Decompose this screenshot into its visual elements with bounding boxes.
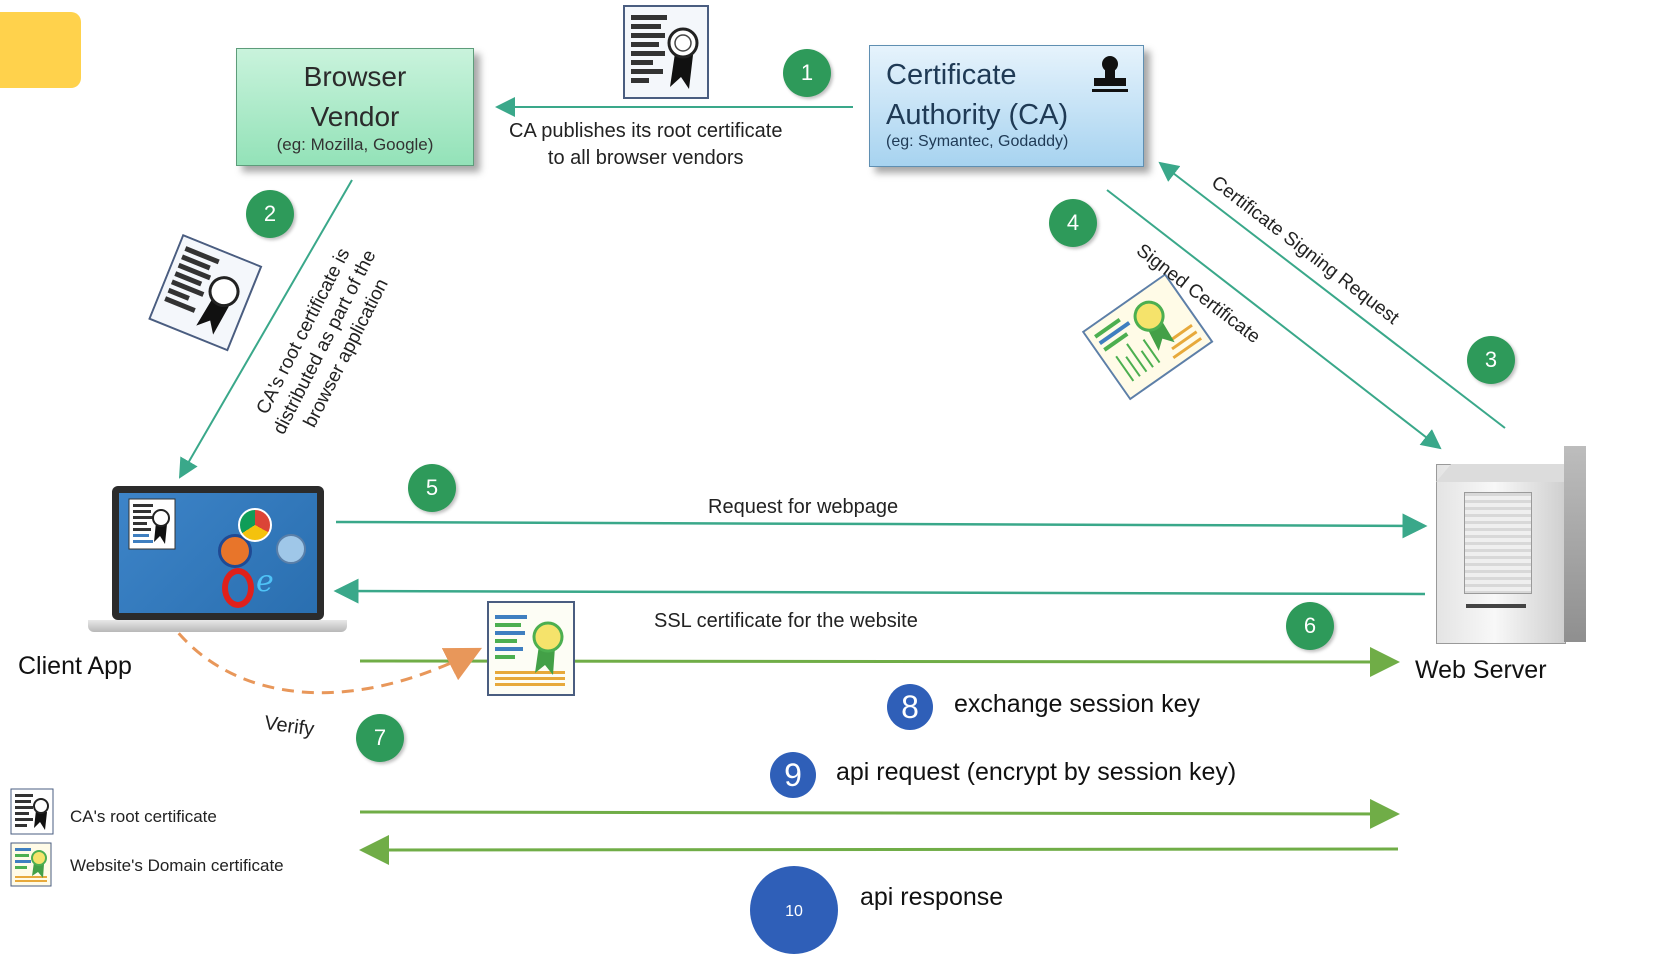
root-certificate-icon: [623, 5, 709, 99]
step-6-badge: 6: [1286, 602, 1334, 650]
opera-icon: [222, 568, 254, 608]
ca-title: Certificate Authority (CA): [886, 59, 1069, 131]
stamp-icon: [1092, 56, 1128, 92]
server-icon: [1436, 440, 1586, 645]
web-server-label: Web Server: [1415, 656, 1547, 684]
legend-domain-cert-icon: [10, 842, 52, 887]
step-7-badge: 7: [356, 714, 404, 762]
arrow-api-request: [359, 798, 1400, 829]
arrow-browser-to-client: [178, 179, 353, 479]
ca-subtitle: (eg: Symantec, Godaddy): [886, 133, 1069, 150]
browser-vendor-title: Browser Vendor: [303, 61, 407, 132]
browser-vendor-box: Browser Vendor (eg: Mozilla, Google): [236, 48, 474, 166]
legend-root-cert-label: CA's root certificate: [70, 807, 217, 826]
client-app-label: Client App: [18, 652, 132, 680]
corner-tab: [0, 12, 81, 88]
legend-root-cert-icon: [10, 788, 54, 835]
step-10-badge: 10: [750, 866, 838, 954]
step-10-label: api response: [860, 883, 1004, 911]
step-9-label: api request (encrypt by session key): [836, 758, 1237, 786]
step-5-badge: 5: [408, 464, 456, 512]
step-3-badge: 3: [1467, 336, 1515, 384]
arrow-server-to-ca: [1158, 161, 1506, 429]
step-8-badge: 8: [887, 684, 933, 730]
root-certificate-icon-2: [148, 233, 263, 352]
step-2-badge: 2: [246, 190, 294, 238]
signed-certificate-icon: [1081, 273, 1214, 401]
certificate-authority-box: Certificate Authority (CA) (eg: Symantec…: [869, 45, 1144, 167]
step-1-label: CA publishes its root certificate to all…: [509, 120, 783, 169]
laptop-icon: e: [88, 486, 347, 634]
step-5-label: Request for webpage: [708, 496, 899, 518]
chrome-icon: [238, 508, 272, 542]
step-4-badge: 4: [1049, 199, 1097, 247]
browser-vendor-subtitle: (eg: Mozilla, Google): [276, 135, 434, 154]
root-certificate-screen-icon: [128, 498, 176, 550]
step-1-badge: 1: [783, 49, 831, 97]
legend-domain-cert-label: Website's Domain certificate: [70, 856, 284, 875]
arrow-api-response: [359, 834, 1399, 865]
safari-icon: [276, 534, 306, 564]
arrow-ssl-certificate: [333, 578, 1426, 604]
arrow-ca-to-server: [1106, 189, 1442, 450]
domain-certificate-icon: [487, 601, 575, 696]
arrow-request-webpage: [335, 513, 1428, 539]
ie-icon: e: [256, 564, 274, 599]
step-9-badge: 9: [770, 752, 816, 798]
step-6-label: SSL certificate for the website: [654, 610, 918, 632]
step-8-label: exchange session key: [954, 690, 1200, 718]
